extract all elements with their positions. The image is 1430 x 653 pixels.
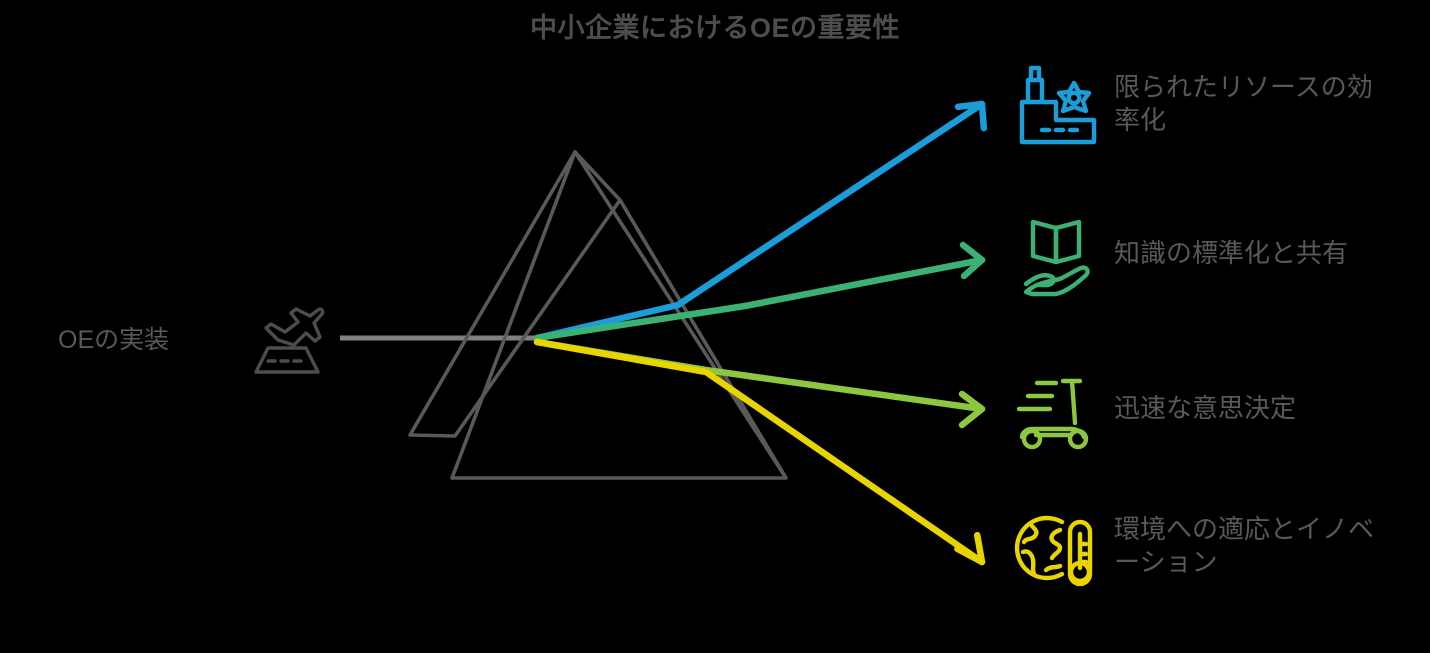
factory-gear-icon <box>1019 65 1097 145</box>
ray-blue <box>533 100 986 342</box>
ray-green-arrowhead <box>959 241 986 280</box>
ray-green <box>533 256 986 342</box>
prism-parallelogram-face <box>408 150 622 438</box>
output-label-2: 迅速な意思決定 <box>1114 393 1297 424</box>
globe-thermometer-icon <box>1014 515 1093 587</box>
ray-yellow-arrowhead <box>954 531 986 566</box>
book-in-hand-icon <box>1023 219 1090 297</box>
output-item-0[interactable]: 限られたリソースの効率化 <box>1010 58 1382 150</box>
ray-yellowgreen-arrowhead <box>958 390 986 429</box>
ray-blue-arrowhead <box>954 100 988 132</box>
scooter-icon <box>1016 378 1089 450</box>
source-label: OEの実装 <box>58 326 170 354</box>
output-label-0: 限られたリソースの効率化 <box>1114 71 1373 135</box>
output-label-3: 環境への適応とイノベーション <box>1114 513 1375 577</box>
output-item-2[interactable]: 迅速な意思決定 <box>1010 363 1296 455</box>
output-item-3[interactable]: 環境への適応とイノベーション <box>1010 500 1382 592</box>
page-title: 中小企業におけるOEの重要性 <box>529 13 900 43</box>
ray-yellow <box>533 338 986 566</box>
airplane-takeoff-icon <box>254 307 325 374</box>
prism-depth-edge <box>618 199 788 479</box>
output-item-1[interactable]: 知識の標準化と共有 <box>1010 208 1348 300</box>
output-label-1: 知識の標準化と共有 <box>1114 238 1349 269</box>
